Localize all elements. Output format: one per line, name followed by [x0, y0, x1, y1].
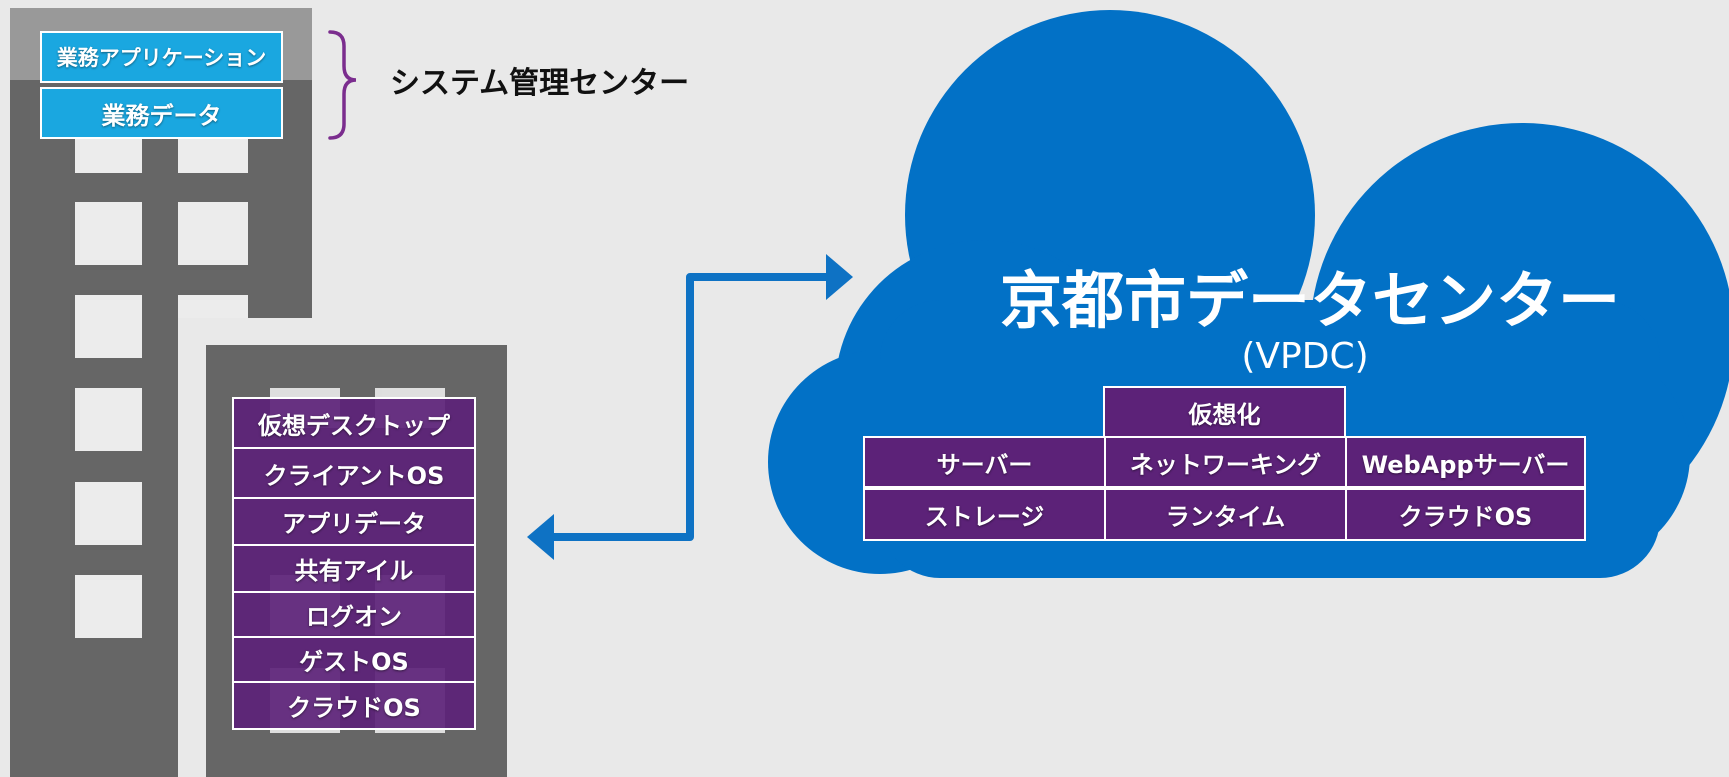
- cloud-cell-virtualization: 仮想化: [1103, 386, 1346, 438]
- cloud-cell-runtime: ランタイム: [1104, 488, 1347, 541]
- cloud-subtitle: (VPDC): [1241, 335, 1369, 377]
- cloud-cell-server: サーバー: [863, 436, 1106, 488]
- stack-item-app-data: アプリデータ: [232, 497, 476, 546]
- stack-item-cloud-os: クラウドOS: [232, 681, 476, 730]
- layer-business-data: 業務データ: [40, 87, 283, 139]
- system-management-center-label: システム管理センター: [390, 66, 690, 101]
- cloud-cell-networking: ネットワーキング: [1104, 436, 1347, 488]
- cloud-cell-storage: ストレージ: [863, 488, 1106, 541]
- stack-item-guest-os: ゲストOS: [232, 636, 476, 683]
- stack-item-logon: ログオン: [232, 591, 476, 638]
- stack-item-virtual-desktop: 仮想デスクトップ: [232, 397, 476, 449]
- cloud-cell-cloud-os: クラウドOS: [1345, 488, 1586, 541]
- bidirectional-arrow-icon: [527, 254, 853, 560]
- layer-business-app: 業務アプリケーション: [40, 31, 283, 83]
- left-building-window-partial: [178, 295, 248, 318]
- cloud-cell-webapp-server: WebAppサーバー: [1345, 436, 1586, 488]
- stack-item-shared-file: 共有アイル: [232, 544, 476, 593]
- cloud-title: 京都市データセンター: [999, 264, 1620, 337]
- stack-item-client-os: クライアントOS: [232, 447, 476, 499]
- curly-brace-icon: [328, 30, 357, 140]
